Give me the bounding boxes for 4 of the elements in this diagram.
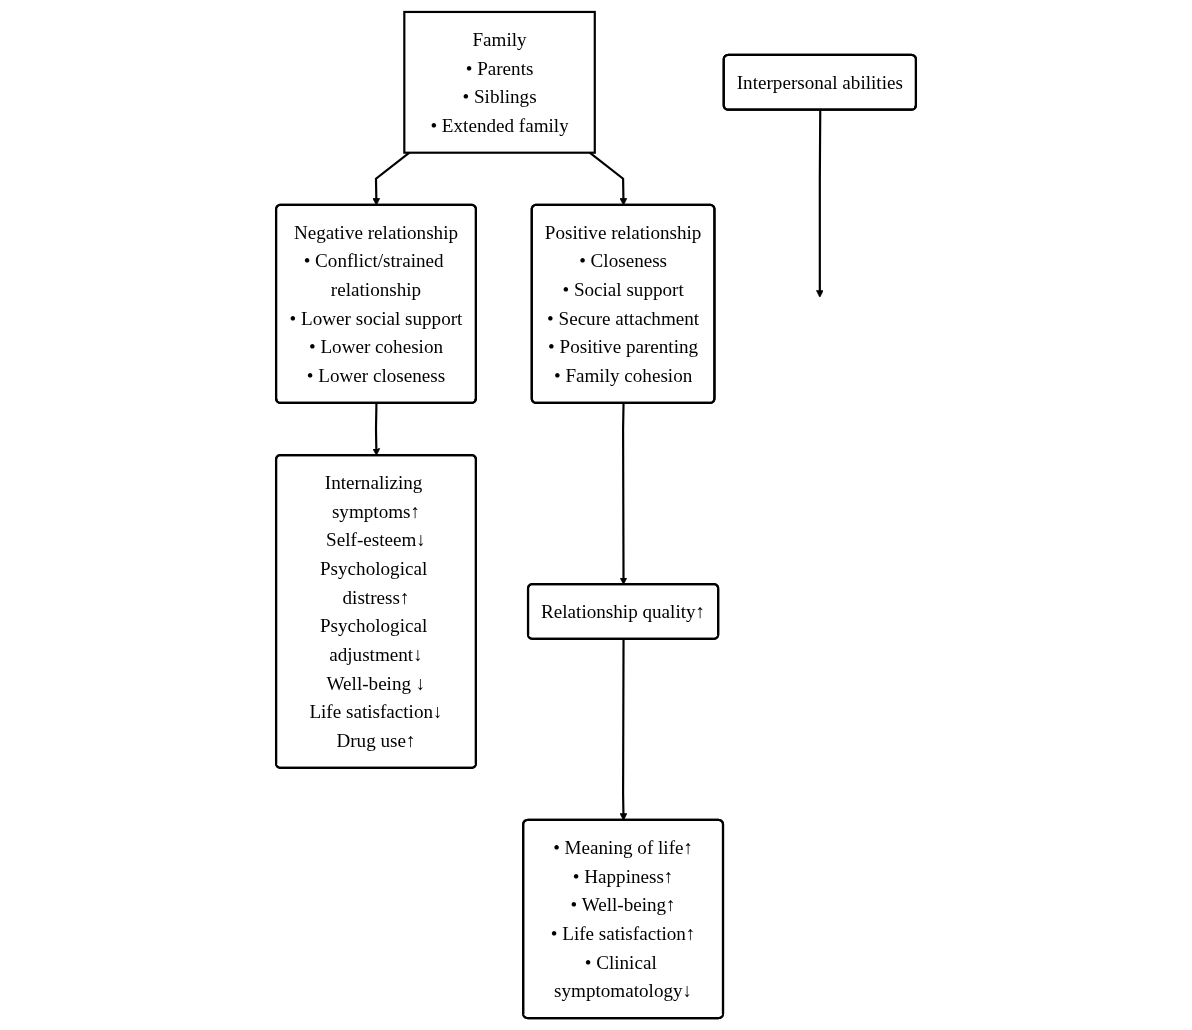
arrow (816, 110, 824, 298)
arrow (372, 403, 381, 456)
node-box: Family • Parents • Siblings • Extended family (403, 10, 596, 154)
arrow (619, 403, 628, 585)
